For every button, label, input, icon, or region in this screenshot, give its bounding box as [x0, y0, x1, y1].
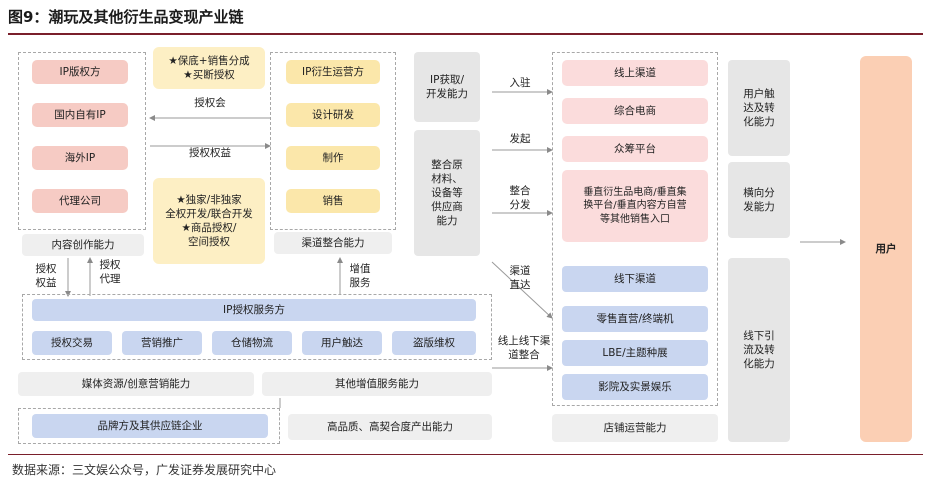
store-capability: 店铺运营能力 [552, 414, 718, 442]
quality-capability: 高品质、高契合度产出能力 [288, 414, 492, 440]
ip-holder-overseas: 海外IP [32, 146, 128, 170]
service-trading: 授权交易 [32, 331, 112, 355]
offline-channel-lbe: LBE/主题种展 [562, 340, 708, 366]
label-authorize-meeting: 授权会 [194, 97, 226, 109]
media-capability: 媒体资源/创意营销能力 [18, 372, 254, 396]
offline-channel-title: 线下渠道 [562, 266, 708, 292]
ip-acquire-capability: IP获取/ 开发能力 [414, 52, 480, 122]
label-direct: 渠道 直达 [509, 265, 531, 292]
ip-service-group [22, 294, 492, 360]
ip-holder-domestic: 国内自有IP [32, 103, 128, 127]
channel-capability: 渠道整合能力 [274, 232, 392, 254]
brand-supply-chain: 品牌方及其供应链企业 [32, 414, 268, 438]
service-marketing: 营销推广 [122, 331, 202, 355]
content-capability: 内容创作能力 [22, 234, 144, 256]
online-channel-crowdfunding: 众筹平台 [562, 136, 708, 162]
online-channel-vertical: 垂直衍生品电商/垂直集 换平台/垂直内容方自营 等其他销售入口 [562, 170, 708, 242]
ip-holder-agency: 代理公司 [32, 189, 128, 213]
offline-channel-retail: 零售直营/终端机 [562, 306, 708, 332]
ip-service-title: IP授权服务方 [32, 299, 476, 321]
brand-group [18, 408, 280, 444]
offline-capability: 线下引 流及转 化能力 [728, 258, 790, 442]
ip-holders-group [18, 52, 146, 230]
label-license-agent: 授权 代理 [99, 259, 121, 286]
label-license-left: 授权 权益 [35, 263, 57, 290]
distribute-capability: 横向分 发能力 [728, 162, 790, 238]
service-user-reach: 用户触达 [302, 331, 382, 355]
footer-rule [8, 454, 923, 455]
title-rule [8, 33, 923, 35]
label-value-added: 增值 服务 [349, 263, 371, 290]
reach-capability: 用户触 达及转 化能力 [728, 60, 790, 156]
figure-title: 图9：潮玩及其他衍生品变现产业链 [8, 8, 244, 26]
deal-terms-top: ★保底+销售分成 ★买断授权 [153, 47, 265, 89]
label-initiate: 发起 [509, 133, 531, 145]
service-logistics: 仓储物流 [212, 331, 292, 355]
arrow-direct [491, 261, 553, 319]
supply-integration-capability: 整合原 材料、 设备等 供应商 能力 [414, 130, 480, 256]
ip-operator-production: 制作 [286, 146, 380, 170]
ip-operator-sales: 销售 [286, 189, 380, 213]
ip-operator-derivative: IP衍生运营方 [286, 60, 380, 84]
channels-group [552, 52, 718, 406]
label-online-offline: 线上线下渠 道整合 [497, 335, 551, 362]
ip-operator-design: 设计研发 [286, 103, 380, 127]
online-channel-title: 线上渠道 [562, 60, 708, 86]
offline-channel-cinema: 影院及实景娱乐 [562, 374, 708, 400]
deal-terms-bottom: ★独家/非独家 全权开发/联合开发 ★商品授权/ 空间授权 [153, 178, 265, 264]
label-integrate: 整合 分发 [509, 185, 531, 212]
service-anti-piracy: 盗版维权 [392, 331, 476, 355]
other-value-capability: 其他增值服务能力 [262, 372, 492, 396]
source-note: 数据来源：三文娱公众号，广发证券发展研究中心 [12, 463, 277, 477]
ip-holder-copyright: IP版权方 [32, 60, 128, 84]
ip-operator-group [270, 52, 396, 230]
label-license-rights: 授权权益 [189, 147, 231, 159]
user-block: 用户 [860, 56, 912, 442]
online-channel-ecommerce: 综合电商 [562, 98, 708, 124]
label-enter: 入驻 [509, 77, 531, 89]
